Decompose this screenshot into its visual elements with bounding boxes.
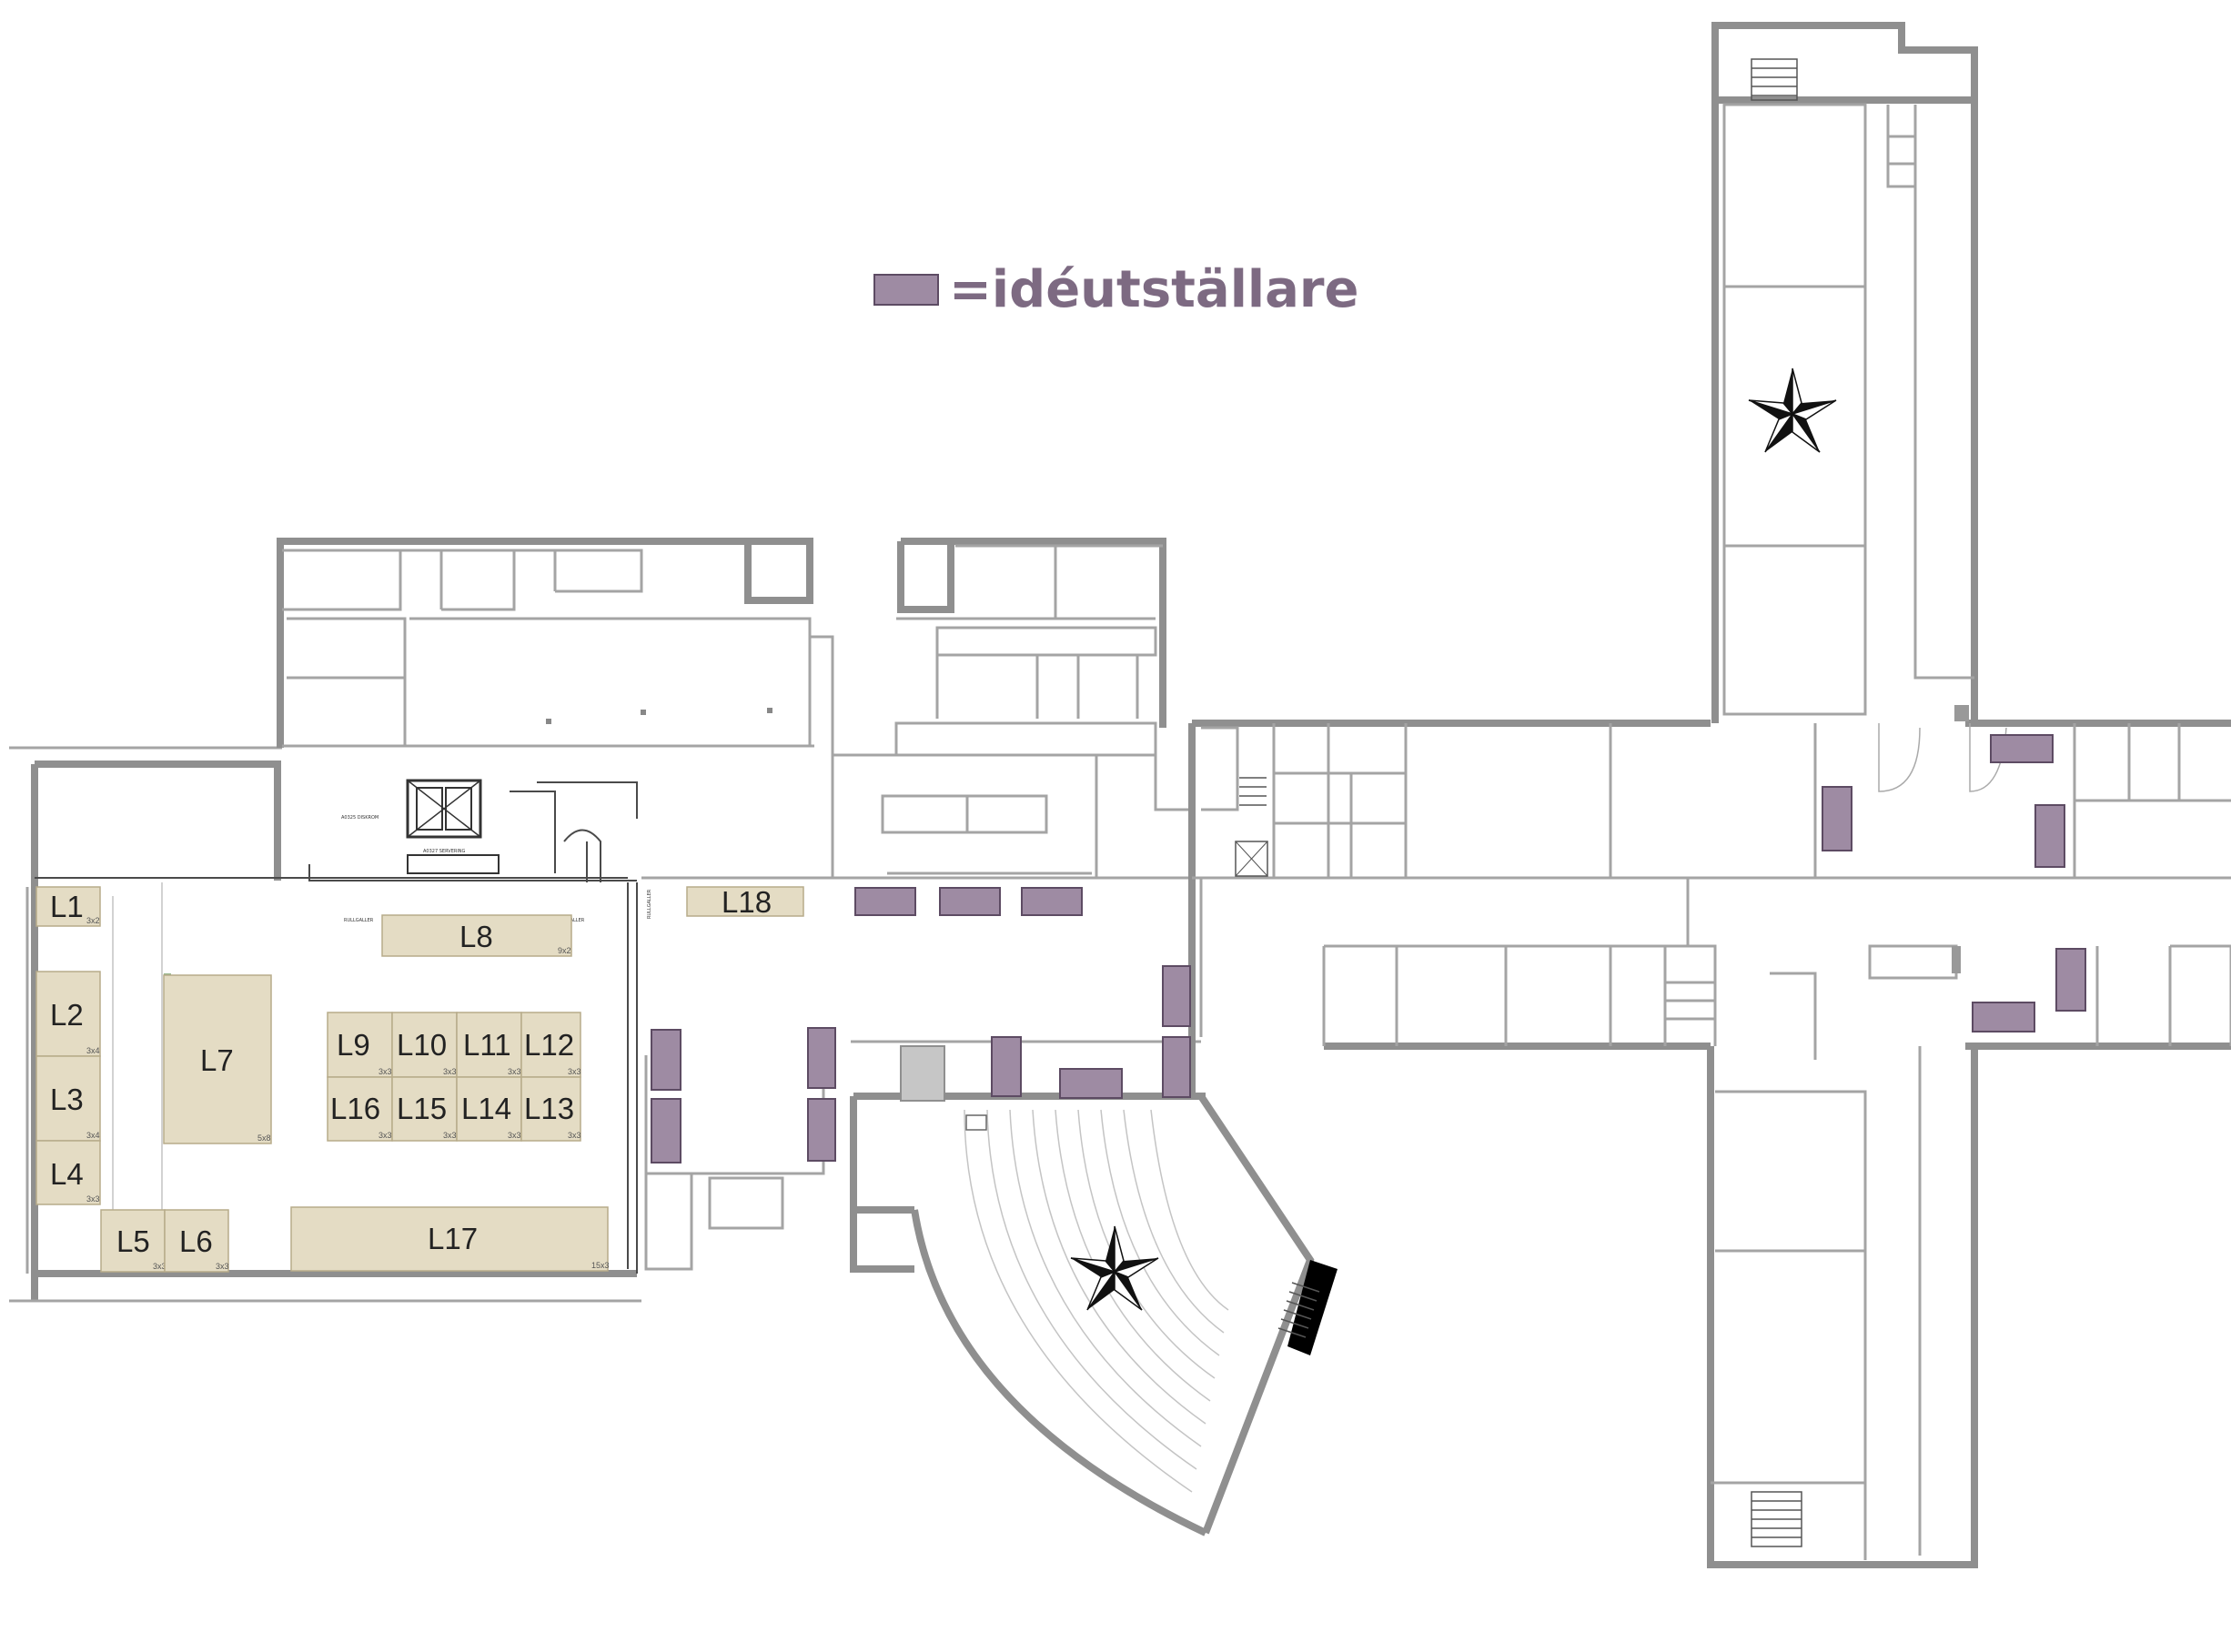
booth-L10[interactable]: L10 3x3	[391, 1012, 458, 1078]
booth-size: 3x3	[153, 1262, 167, 1271]
booth-label: L18	[722, 885, 772, 919]
idea-exhibitor[interactable]	[1059, 1068, 1123, 1099]
booth-size: 3x3	[379, 1131, 392, 1140]
booth-L7[interactable]: L7 5x8	[163, 974, 272, 1144]
booth-size: 3x3	[508, 1067, 521, 1076]
idea-exhibitor[interactable]	[939, 887, 1001, 916]
booth-label: L6	[179, 1224, 213, 1258]
booth-size: 3x2	[86, 916, 100, 925]
booth-L5[interactable]: L5 3x3	[100, 1209, 167, 1273]
room-label-servering: A0327 SERVERING	[423, 849, 466, 854]
idea-exhibitor[interactable]	[991, 1036, 1022, 1097]
idea-exhibitor[interactable]	[2055, 948, 2086, 1012]
booth-group: L1 3x2 L2 3x4 L3 3x4 L4 3x3 L5 3x3 L6 3x…	[35, 885, 804, 1273]
booth-size: 9x2	[558, 946, 571, 955]
booth-label: L11	[463, 1028, 511, 1062]
booth-size: 3x3	[86, 1194, 100, 1204]
booth-L16[interactable]: L16 3x3	[327, 1076, 393, 1142]
idea-exhibitor[interactable]	[1822, 786, 1852, 851]
booth-L14[interactable]: L14 3x3	[456, 1076, 522, 1142]
south-tower	[1707, 1046, 1978, 1568]
booth-size: 3x3	[379, 1067, 392, 1076]
east-wing	[1192, 720, 2231, 1060]
booth-label: L14	[461, 1092, 511, 1125]
booth-label: L4	[50, 1157, 84, 1191]
booth-L1[interactable]: L1 3x2	[35, 886, 101, 927]
booth-L12[interactable]: L12 3x3	[520, 1012, 581, 1078]
legend-text: =idéutställare	[949, 260, 1359, 319]
booth-L11[interactable]: L11 3x3	[456, 1012, 522, 1078]
star-icon	[1070, 1225, 1159, 1311]
booth-size: 3x3	[568, 1131, 581, 1140]
idea-exhibitor-group	[651, 734, 2086, 1163]
idea-exhibitor[interactable]	[651, 1029, 681, 1091]
booth-L13[interactable]: L13 3x3	[520, 1076, 581, 1142]
idea-exhibitor[interactable]	[1162, 965, 1191, 1027]
booth-label: L1	[50, 890, 84, 923]
booth-size: 3x3	[568, 1067, 581, 1076]
booth-label: L10	[397, 1028, 447, 1062]
booth-label: L16	[330, 1092, 380, 1125]
idea-exhibitor[interactable]	[1990, 734, 2054, 763]
booth-label: L8	[459, 920, 493, 953]
booth-size: 3x3	[216, 1262, 229, 1271]
booth-L9[interactable]: L9 3x3	[327, 1012, 393, 1078]
central-corridor	[641, 723, 1206, 1271]
idea-exhibitor[interactable]	[807, 1098, 836, 1162]
idea-exhibitor[interactable]	[651, 1098, 681, 1163]
idea-exhibitor[interactable]	[1972, 1002, 2035, 1032]
booth-size: 5x8	[257, 1133, 271, 1143]
booth-label: L5	[116, 1224, 150, 1258]
booth-label: L17	[428, 1222, 478, 1255]
booth-label: L15	[397, 1092, 447, 1125]
booth-L8[interactable]: L8 9x2	[381, 914, 572, 957]
booth-size: 3x4	[86, 1046, 100, 1055]
booth-L15[interactable]: L15 3x3	[391, 1076, 458, 1142]
idea-exhibitor[interactable]	[807, 1027, 836, 1089]
idea-exhibitor[interactable]	[2034, 804, 2065, 868]
booth-label: L3	[50, 1083, 84, 1116]
idea-exhibitor[interactable]	[1021, 887, 1083, 916]
booth-label: L7	[200, 1043, 234, 1077]
room-label-diskrom: A0325 DISKROM	[341, 815, 379, 821]
idea-exhibitor[interactable]	[1162, 1036, 1191, 1098]
booth-L17[interactable]: L17 15x3	[290, 1206, 610, 1272]
north-tower	[1711, 22, 1978, 792]
booth-label: L9	[337, 1028, 370, 1062]
toilet-block	[831, 538, 1194, 878]
legend-swatch	[873, 274, 939, 306]
idea-exhibitor[interactable]	[854, 887, 916, 916]
booth-L6[interactable]: L6 3x3	[164, 1209, 229, 1273]
kitchen-block: A0325 DISKROM A0327 SERVERING RULLGALLER…	[277, 538, 834, 923]
booth-size: 15x3	[591, 1261, 610, 1270]
booth-label: L12	[524, 1028, 574, 1062]
railing-label-3: RULLGALLER	[647, 889, 652, 919]
railing-label-1: RULLGALLER	[344, 918, 374, 923]
auditorium	[850, 1045, 1338, 1536]
booth-L4[interactable]: L4 3x3	[35, 1140, 101, 1205]
booth-size: 3x3	[443, 1067, 457, 1076]
booth-size: 3x4	[86, 1131, 100, 1140]
booth-L2[interactable]: L2 3x4	[35, 971, 101, 1057]
star-icon	[1748, 368, 1837, 453]
booth-label: L2	[50, 998, 84, 1032]
booth-L3[interactable]: L3 3x4	[35, 1055, 101, 1142]
booth-size: 3x3	[443, 1131, 457, 1140]
booth-label: L13	[524, 1092, 574, 1125]
booth-L18[interactable]: L18	[686, 885, 804, 919]
legend: =idéutställare	[873, 260, 1359, 319]
booth-size: 3x3	[508, 1131, 521, 1140]
